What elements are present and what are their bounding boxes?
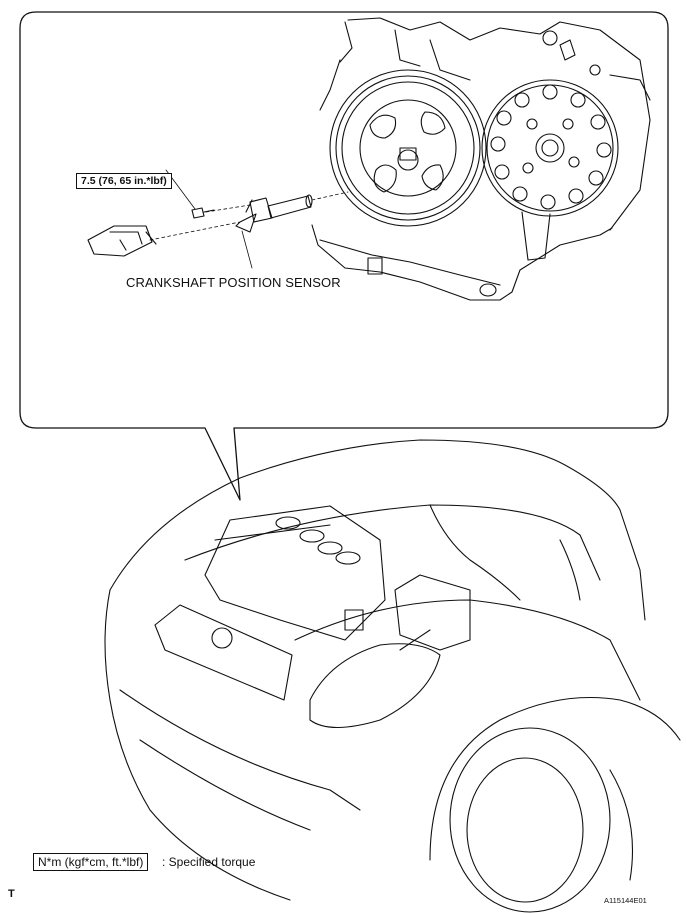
- sensor-connector: [87, 225, 157, 257]
- sensor-bolt: [191, 207, 215, 219]
- figure-id: A115144E01: [604, 896, 647, 905]
- corner-mark: T: [8, 888, 15, 900]
- vehicle-outline: [104, 439, 681, 913]
- torque-spec-label: 7.5 (76, 65 in.*lbf): [76, 173, 172, 189]
- callout-bubble: [19, 11, 669, 501]
- crankshaft-pulley: [329, 69, 487, 227]
- alignment-lines: [149, 169, 349, 269]
- legend-unit-box: N*m (kgf*cm, ft.*lbf): [33, 853, 149, 871]
- pump-pulley: [481, 79, 619, 217]
- sensor-name-label: CRANKSHAFT POSITION SENSOR: [126, 275, 341, 290]
- legend-description: : Specified torque: [162, 855, 256, 869]
- engine-block: [311, 17, 651, 301]
- crankshaft-position-sensor: [235, 194, 313, 233]
